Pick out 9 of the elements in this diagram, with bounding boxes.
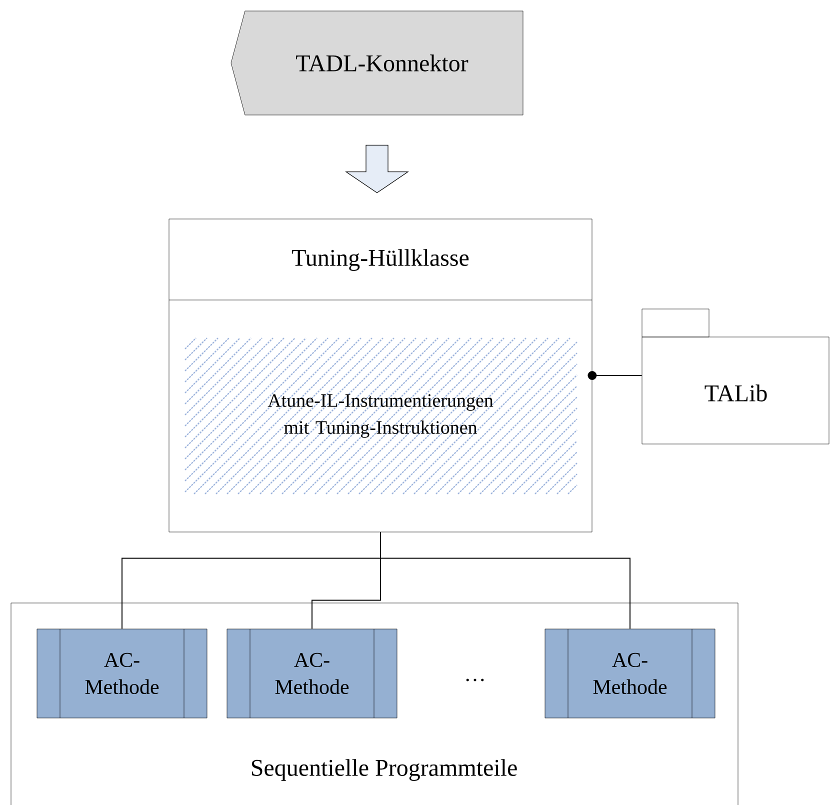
- package-box: TALib: [642, 308, 830, 444]
- method-box: AC- Methode: [226, 628, 398, 718]
- connector-line: [588, 371, 642, 380]
- method-box: AC- Methode: [544, 628, 716, 718]
- method-box: AC- Methode: [36, 628, 208, 718]
- connector-line: [380, 532, 630, 630]
- block-arrow: [345, 144, 409, 194]
- ellipsis: …: [466, 678, 484, 682]
- class-box: Tuning-Hüllklasse Atune-IL-Instrumentierungen mit Tuning-Instruktionen: [168, 218, 592, 532]
